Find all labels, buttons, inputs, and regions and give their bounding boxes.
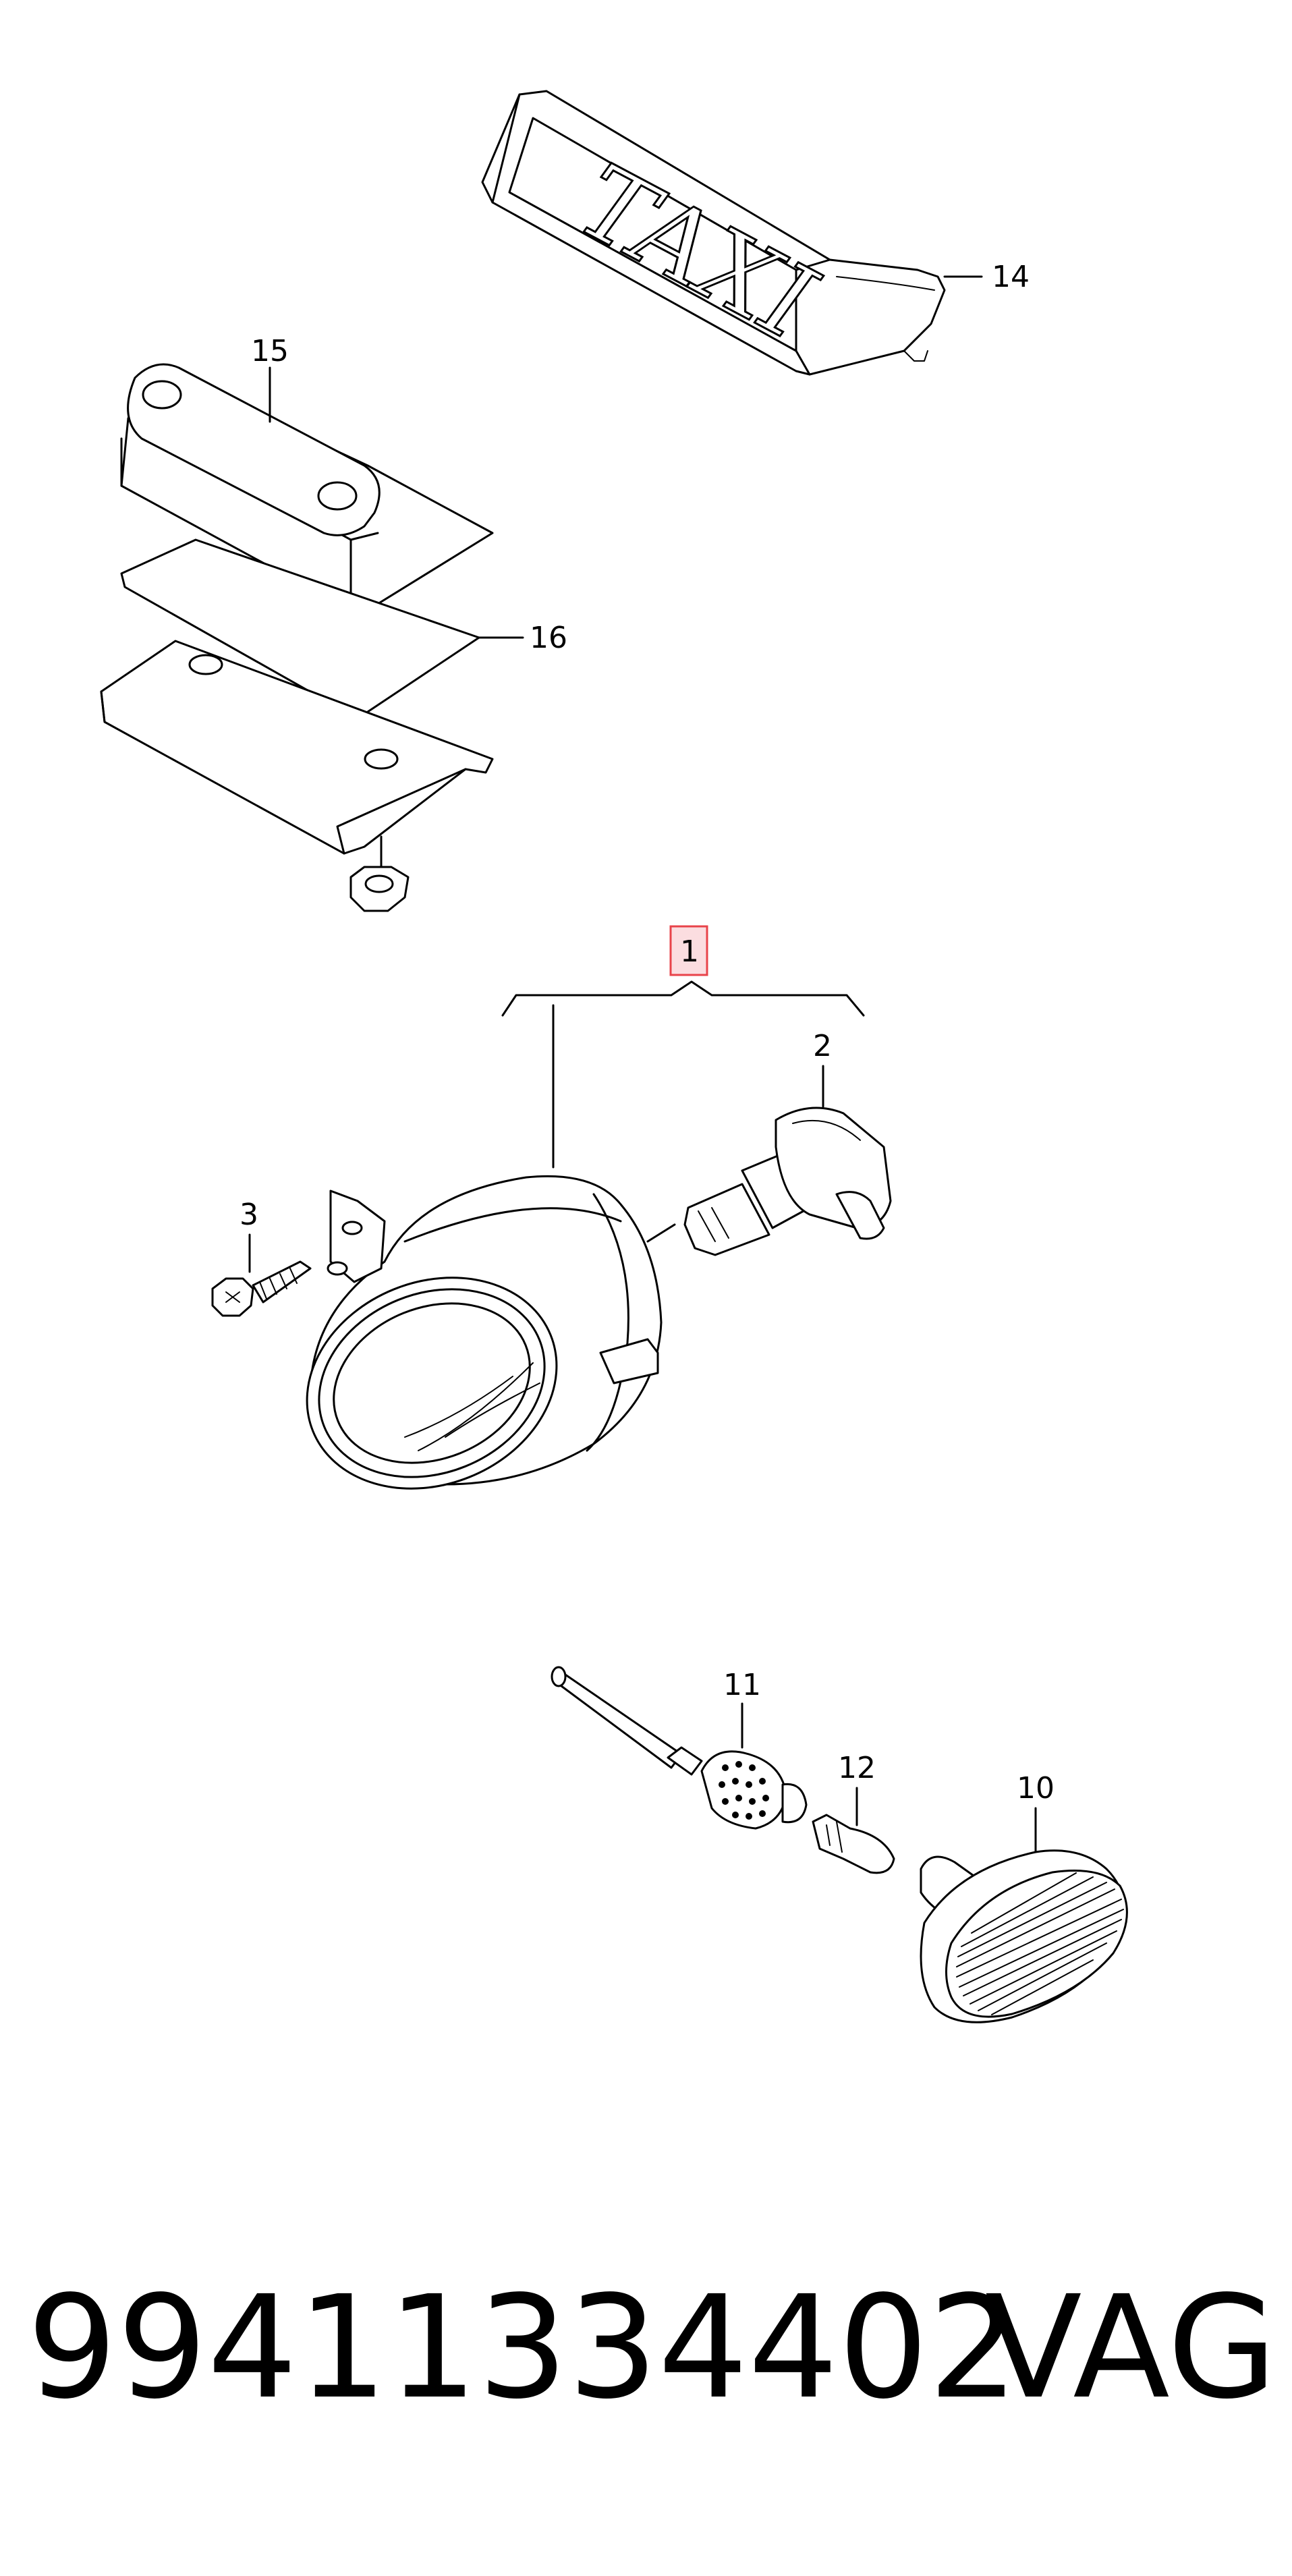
side-marker-assembly: [551, 1666, 1128, 2023]
taxi-sign-part: TAXI: [481, 90, 983, 376]
fog-lamp-assembly: [211, 980, 892, 1490]
callout-3: 3: [240, 1198, 258, 1232]
socket-dots: [719, 1761, 769, 1820]
door-lamp-assembly: [100, 363, 524, 912]
callout-1: 1: [680, 934, 699, 969]
callout-11: 11: [723, 1668, 761, 1702]
callout-16: 16: [530, 621, 567, 655]
part-number: 99411334402: [27, 2265, 1019, 2430]
callout-1-highlight: [669, 925, 708, 976]
callout-14: 14: [992, 260, 1030, 294]
marker-lens-ribs: [956, 1872, 1124, 2015]
callout-12: 12: [838, 1751, 876, 1785]
brand-name: VAG: [985, 2265, 1277, 2430]
callout-labels: 14 15 16 1 2 3 11 12 10: [240, 260, 1055, 1805]
callout-10: 10: [1017, 1771, 1055, 1805]
footer: 99411334402 VAG: [27, 2247, 1282, 2449]
callout-2: 2: [813, 1029, 832, 1063]
callout-15: 15: [251, 334, 289, 368]
